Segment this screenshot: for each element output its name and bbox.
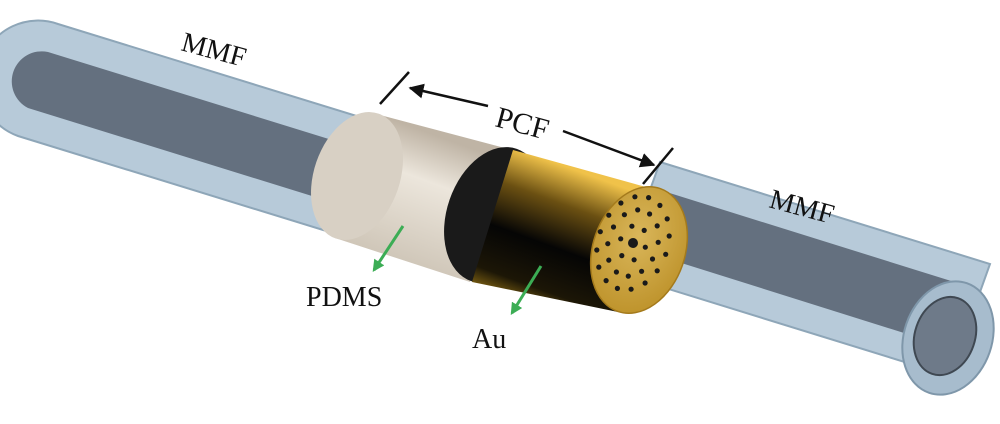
pdms-label: PDMS [306, 282, 382, 313]
air-hole [597, 229, 603, 235]
air-hole [618, 236, 624, 242]
air-hole [639, 268, 645, 274]
pdms-pointer-arrow [372, 225, 405, 273]
au-pointer-arrow [510, 265, 543, 316]
air-hole [666, 233, 672, 239]
air-hole [628, 238, 638, 248]
pcf-air-holes [594, 194, 672, 292]
au-coating [444, 147, 689, 315]
air-hole [632, 194, 638, 200]
air-hole [629, 223, 635, 229]
air-hole [631, 257, 637, 263]
air-hole [594, 247, 600, 253]
air-hole [606, 257, 612, 263]
air-hole [603, 278, 609, 284]
air-hole [610, 224, 617, 230]
pcf-length-marker [379, 71, 674, 185]
mmf-left-fiber [0, 19, 404, 244]
air-hole [628, 286, 634, 292]
air-hole [619, 253, 625, 259]
air-hole [646, 195, 652, 201]
air-hole [642, 244, 648, 250]
air-hole [606, 212, 612, 218]
air-hole [621, 212, 628, 218]
air-hole [655, 239, 661, 245]
air-hole [647, 211, 653, 217]
air-hole [649, 256, 656, 262]
air-hole [642, 280, 648, 286]
air-hole [605, 241, 611, 247]
air-hole [613, 269, 620, 275]
pcf-label: PCF [492, 101, 552, 147]
air-hole [657, 202, 663, 208]
mmf-right-fiber [618, 160, 995, 396]
air-hole [635, 207, 641, 213]
air-hole [664, 216, 670, 222]
au-label: Au [472, 324, 506, 355]
air-hole [618, 200, 624, 206]
air-hole [641, 227, 647, 233]
air-hole [596, 264, 602, 270]
air-hole [614, 285, 621, 291]
air-hole [654, 223, 660, 229]
air-hole [663, 251, 669, 257]
air-hole [625, 273, 631, 279]
air-hole [654, 268, 660, 274]
